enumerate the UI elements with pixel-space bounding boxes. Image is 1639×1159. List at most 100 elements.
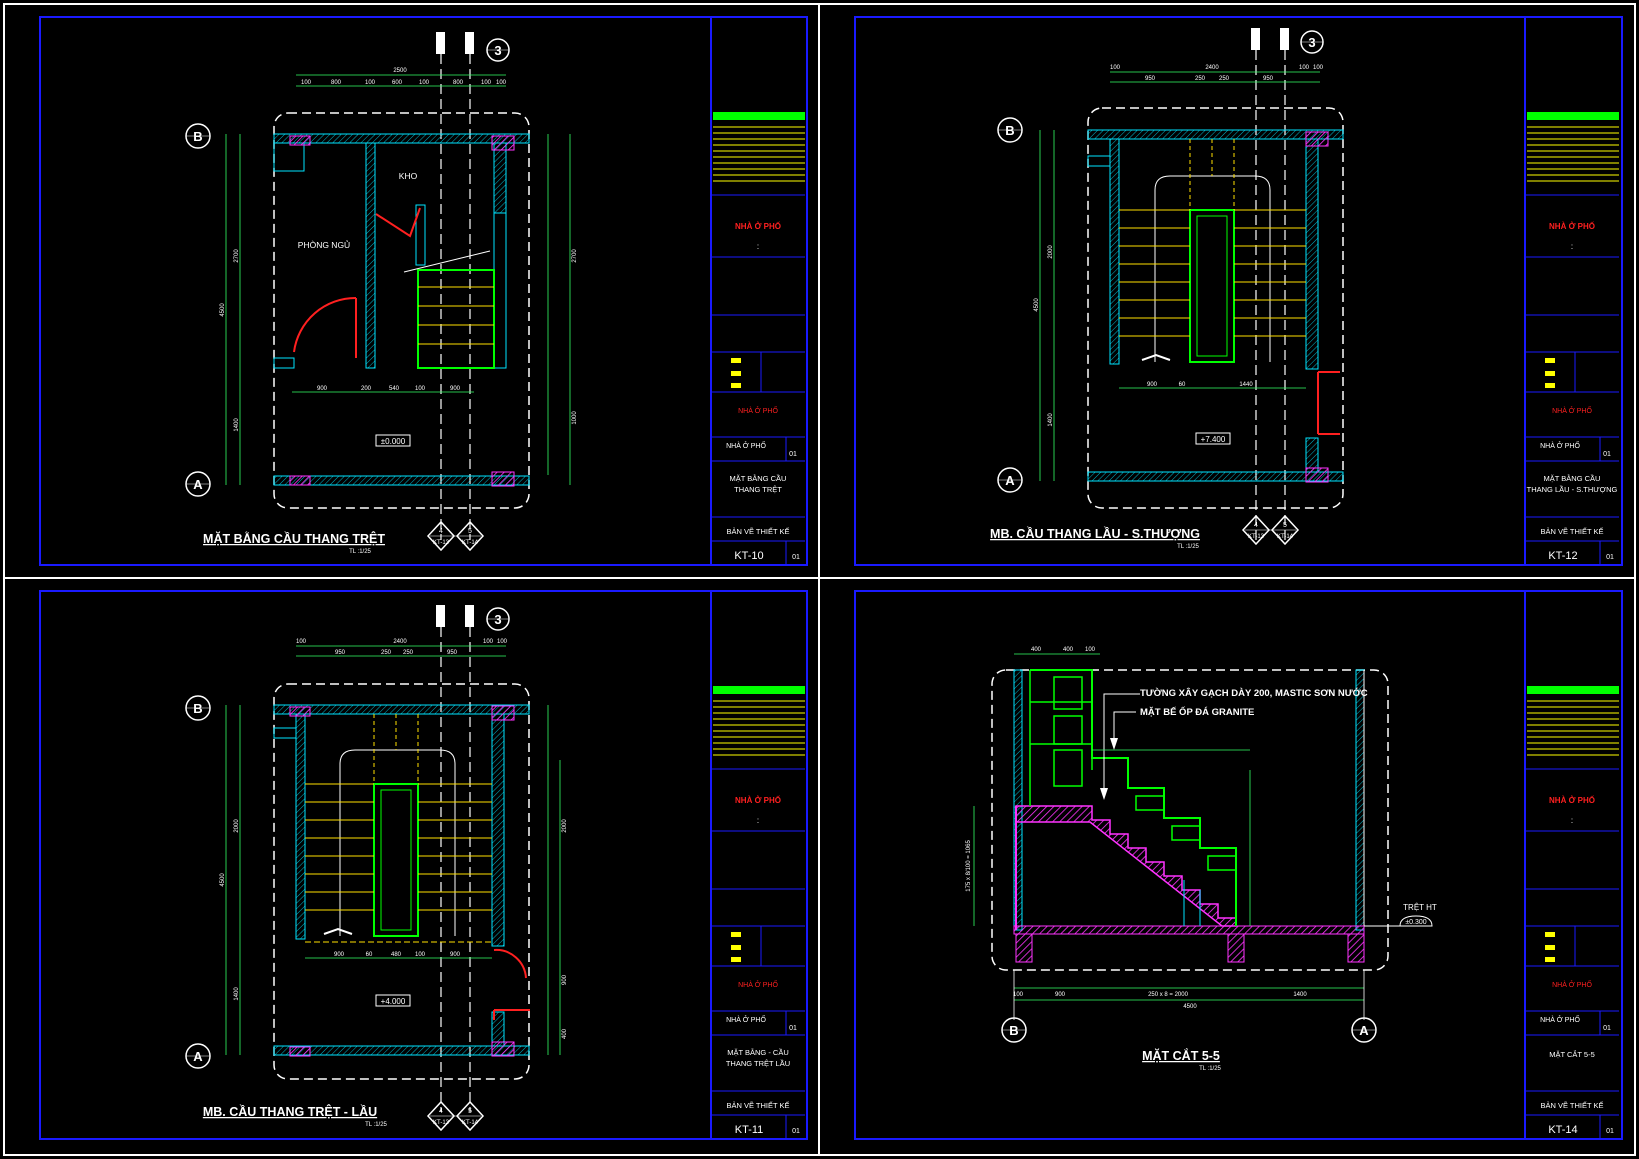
svg-text:900: 900 <box>562 974 568 985</box>
svg-text:NHÀ Ở PHỐ: NHÀ Ở PHỐ <box>1549 221 1595 231</box>
grid-axis-a: A <box>185 1043 211 1069</box>
svg-text:100: 100 <box>497 639 508 645</box>
dimensions <box>973 653 1364 1001</box>
svg-text:3: 3 <box>494 612 501 627</box>
level-tag: +7.400 <box>1201 435 1226 444</box>
svg-text:2500: 2500 <box>393 68 407 74</box>
svg-text::: : <box>757 816 759 825</box>
grid-axis-a: A <box>997 467 1023 493</box>
doors <box>493 948 530 1020</box>
svg-text:A: A <box>193 1049 203 1064</box>
svg-text:4500: 4500 <box>220 873 226 887</box>
title-block-project-red-2: NHÀ Ở PHỐ <box>738 405 778 415</box>
dimension-texts: 2500 800 600 800 100 100 100 100 100 900… <box>220 68 578 432</box>
svg-text:100: 100 <box>1299 65 1310 71</box>
view-title: MẶT CẮT 5-5 <box>1142 1048 1220 1063</box>
svg-text:250: 250 <box>1195 76 1206 82</box>
svg-text:KT-14: KT-14 <box>1277 534 1294 540</box>
svg-text:1400: 1400 <box>1048 413 1054 427</box>
sheet-border <box>854 590 1623 1140</box>
svg-text:4: 4 <box>1254 522 1258 529</box>
svg-text:950: 950 <box>447 650 458 656</box>
svg-text:950: 950 <box>1145 76 1156 82</box>
section-marker-top: 3 <box>436 32 510 540</box>
svg-text:3: 3 <box>1308 35 1315 50</box>
svg-text:900: 900 <box>317 386 328 392</box>
svg-text:BẢN VẼ THIẾT KẾ: BẢN VẼ THIẾT KẾ <box>726 1100 789 1110</box>
svg-text:60: 60 <box>1179 382 1186 388</box>
svg-text:100: 100 <box>1313 65 1324 71</box>
doors <box>293 207 421 358</box>
room-label-storage: KHO <box>399 171 418 181</box>
svg-text:250: 250 <box>381 650 392 656</box>
note-wall: TƯỜNG XÂY GẠCH DÀY 200, MASTIC SƠN NƯỚC <box>1140 687 1368 699</box>
svg-text:1400: 1400 <box>234 987 240 1001</box>
level-tag: +4.000 <box>381 997 406 1006</box>
title-block: NHÀ Ở PHỐ : NHÀ Ở PHỐ NHÀ Ở PHỐ 01 MẶT B… <box>710 17 805 565</box>
title-block-project-name: NHÀ Ở PHỐ <box>726 440 766 450</box>
dimensions <box>225 74 571 485</box>
sheet-kt10: NHÀ Ở PHỐ : NHÀ Ở PHỐ NHÀ Ở PHỐ 01 MẶT B… <box>39 16 808 566</box>
svg-text:400: 400 <box>1031 647 1042 653</box>
svg-text:01: 01 <box>789 1025 797 1032</box>
ground-slab <box>1013 925 1365 963</box>
sheet-kt14: NHÀ Ở PHỐ : NHÀ Ở PHỐ NHÀ Ở PHỐ 01 MẶT C… <box>854 590 1623 1140</box>
svg-text:NHÀ Ở PHỐ: NHÀ Ở PHỐ <box>1552 405 1592 415</box>
grid-axis-b: B <box>185 695 211 721</box>
level-tag-box <box>1195 432 1231 445</box>
svg-text:NHÀ Ở PHỐ: NHÀ Ở PHỐ <box>726 1014 766 1024</box>
svg-text:NHÀ Ở PHỐ: NHÀ Ở PHỐ <box>735 795 781 805</box>
sheet-kt12: NHÀ Ở PHỐ : NHÀ Ở PHỐ NHÀ Ở PHỐ 01 MẶT B… <box>854 16 1623 566</box>
svg-text:480: 480 <box>391 952 402 958</box>
svg-text::: : <box>1571 242 1573 251</box>
svg-text:175 x 8/100 = 1065: 175 x 8/100 = 1065 <box>966 840 972 892</box>
svg-text:NHÀ Ở PHỐ: NHÀ Ở PHỐ <box>738 979 778 989</box>
svg-text:5: 5 <box>1283 522 1287 529</box>
section-callouts: 4 KT-13 5 KT-14 <box>1241 514 1300 546</box>
svg-text:B: B <box>193 129 202 144</box>
title-block-rev: 01 <box>789 451 797 458</box>
svg-text:4: 4 <box>439 1108 443 1115</box>
svg-text:KT-13: KT-13 <box>433 540 450 546</box>
walls <box>273 704 530 1057</box>
svg-text:100: 100 <box>301 80 312 86</box>
stair-flights <box>305 714 492 943</box>
svg-text:800: 800 <box>331 80 342 86</box>
svg-text:100: 100 <box>1110 65 1121 71</box>
svg-text:2000: 2000 <box>1048 245 1054 259</box>
svg-text:100: 100 <box>419 80 430 86</box>
dimension-texts: 2400 100 950 250 250 950 100 100 900 60 … <box>220 639 568 1039</box>
svg-text:400: 400 <box>562 1028 568 1039</box>
room-label-bedroom: PHÒNG NGỦ <box>298 239 350 250</box>
svg-text:100: 100 <box>496 80 507 86</box>
svg-text:600: 600 <box>392 80 403 86</box>
svg-text:1440: 1440 <box>1239 382 1253 388</box>
svg-text:MẶT BẰNG CẦU: MẶT BẰNG CẦU <box>1544 473 1601 483</box>
svg-text:200: 200 <box>361 386 372 392</box>
sheet-kt11: NHÀ Ở PHỐ : NHÀ Ở PHỐ NHÀ Ở PHỐ 01 MẶT B… <box>39 590 808 1140</box>
grid-axis-a: A <box>185 471 211 497</box>
svg-text:100: 100 <box>483 639 494 645</box>
sheet-border <box>39 590 808 1140</box>
grid-axis-b: B <box>1001 970 1027 1043</box>
title-block-colon: : <box>757 242 759 251</box>
svg-text:1400: 1400 <box>234 418 240 432</box>
svg-text:100: 100 <box>1085 647 1096 653</box>
svg-text:4500: 4500 <box>220 303 226 317</box>
svg-text:KT-14: KT-14 <box>462 540 479 546</box>
svg-text:KT-14: KT-14 <box>462 1120 479 1126</box>
svg-text:A: A <box>1005 473 1015 488</box>
view-scale: TL :1/25 <box>1199 1066 1221 1072</box>
stair-flights <box>1119 139 1306 363</box>
title-block: NHÀ Ở PHỐ : NHÀ Ở PHỐ NHÀ Ở PHỐ 01 MẶT C… <box>1524 591 1619 1139</box>
section-callouts: 4 KT-13 5 KT-14 <box>426 1100 485 1132</box>
dimension-texts: 400 400 100 100 900 250 x 8 = 2000 1400 … <box>966 647 1307 1010</box>
svg-text:100: 100 <box>415 386 426 392</box>
svg-text:540: 540 <box>389 386 400 392</box>
svg-text:100: 100 <box>296 639 307 645</box>
svg-text:950: 950 <box>1263 76 1274 82</box>
svg-text:BẢN VẼ THIẾT KẾ: BẢN VẼ THIẾT KẾ <box>1540 1100 1603 1110</box>
svg-text:250: 250 <box>1219 76 1230 82</box>
svg-text:900: 900 <box>1055 992 1066 998</box>
